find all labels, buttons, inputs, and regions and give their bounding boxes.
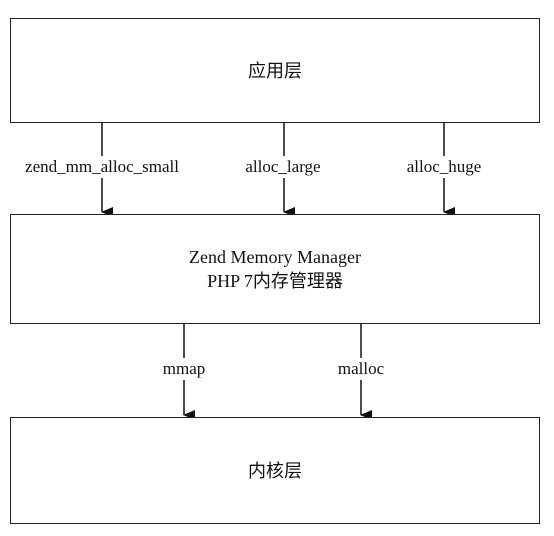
label-malloc: malloc: [335, 358, 387, 380]
zend-memory-manager-title: Zend Memory Manager: [189, 247, 361, 267]
application-layer-box: 应用层: [10, 18, 540, 123]
kernel-layer-label: 内核层: [248, 460, 302, 481]
label-mmap: mmap: [160, 358, 208, 380]
zend-memory-manager-box: Zend Memory Manager PHP 7内存管理器: [10, 214, 540, 324]
label-alloc-large: alloc_large: [243, 156, 323, 178]
application-layer-label: 应用层: [248, 60, 302, 81]
label-zend-mm-alloc-small: zend_mm_alloc_small: [23, 156, 181, 178]
php7-memory-manager-subtitle: PHP 7内存管理器: [207, 271, 343, 291]
label-alloc-huge: alloc_huge: [404, 156, 484, 178]
kernel-layer-box: 内核层: [10, 417, 540, 524]
